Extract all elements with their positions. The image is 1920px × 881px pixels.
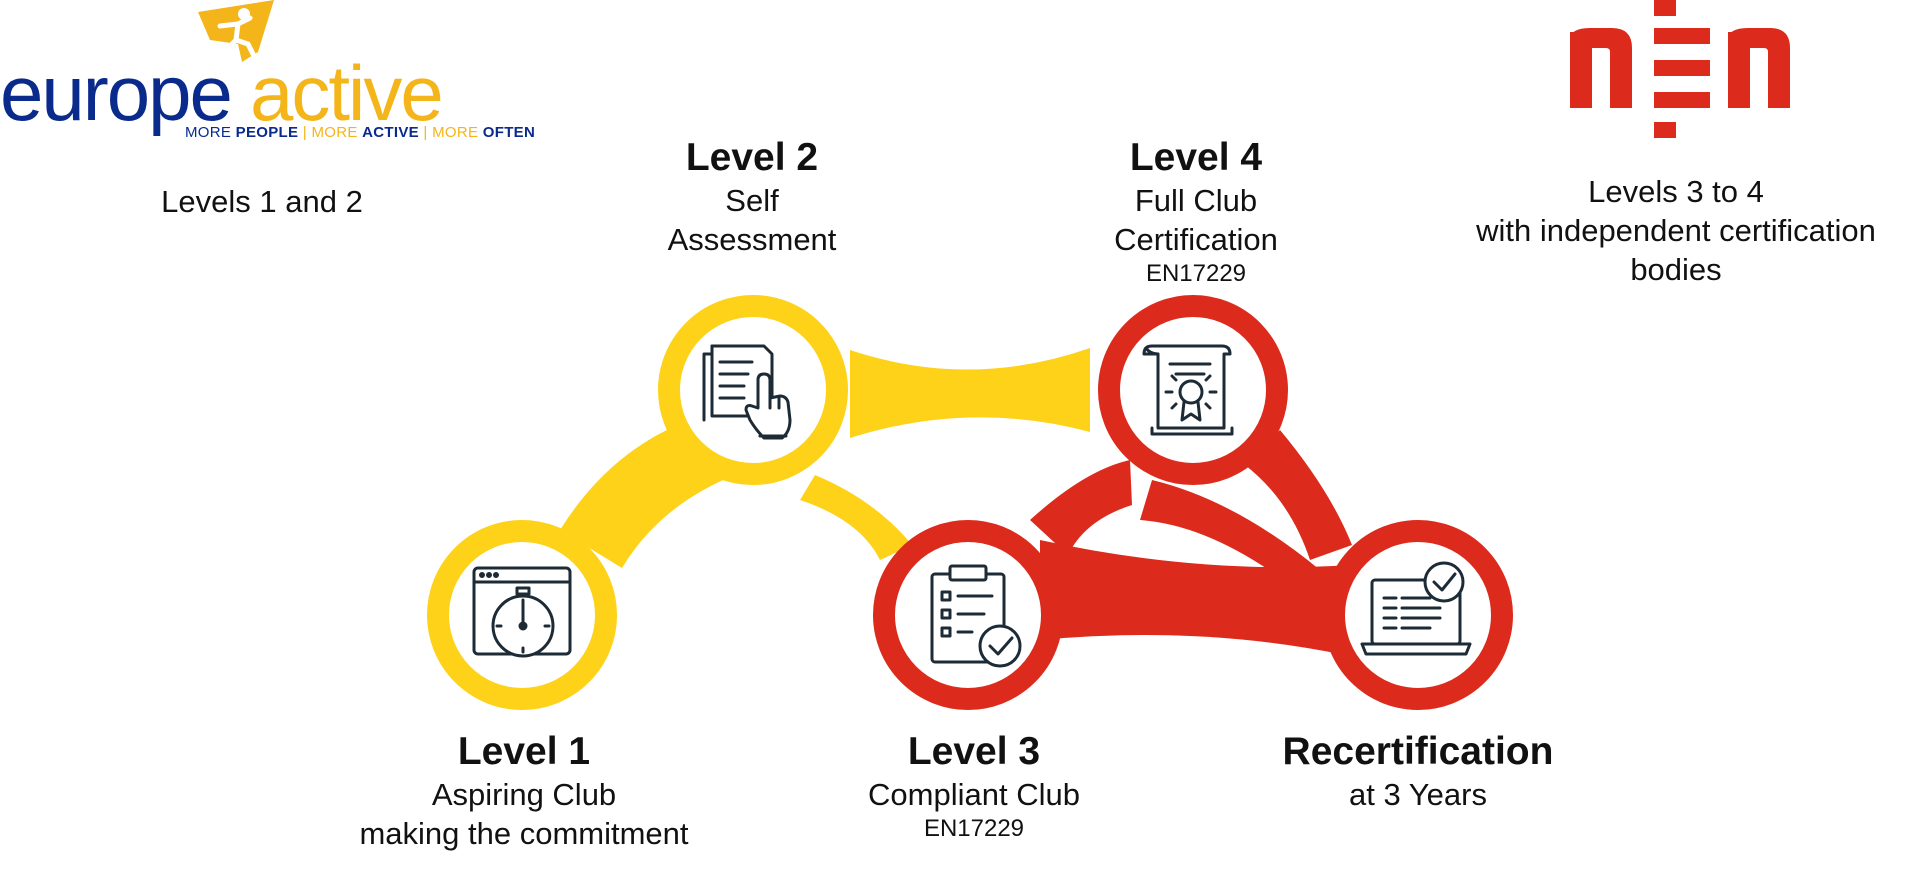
level2-subtitle-1: Self (725, 183, 779, 218)
level4-standard: EN17229 (1145, 260, 1247, 287)
clipboard-check-icon (930, 564, 1022, 668)
level1-title: Level 1 (457, 730, 591, 773)
europeactive-logo: europe active MORE PEOPLE | MORE ACTIVE … (0, 0, 540, 150)
level2-title: Level 2 (685, 136, 819, 179)
europeactive-tagline: MORE PEOPLE | MORE ACTIVE | MORE OFTEN (185, 124, 536, 141)
certificate-icon (1142, 344, 1234, 436)
stopwatch-browser-icon (472, 566, 572, 658)
level1-subtitle-1: Aspiring Club (431, 777, 617, 812)
recertification-title: Recertification (1282, 730, 1554, 773)
level1-label: Level 1 Aspiring Club making the commitm… (359, 729, 688, 853)
laptop-check-icon (1360, 561, 1472, 656)
connector-level4-recert-arc (1140, 480, 1320, 585)
level3-subtitle-1: Compliant Club (868, 777, 1080, 812)
note-levels-1-2: Levels 1 and 2 (161, 184, 363, 219)
level4-subtitle-1: Full Club (1134, 183, 1258, 218)
level3-label: Level 3 Compliant Club EN17229 (868, 729, 1080, 844)
level1-subtitle-2: making the commitment (359, 816, 689, 851)
connector-level4-recert (1245, 430, 1352, 560)
level4-subtitle-2: Certification (1114, 222, 1278, 257)
recertification-subtitle: at 3 Years (1349, 777, 1487, 812)
level3-title: Level 3 (907, 730, 1041, 773)
document-touch-icon (702, 344, 792, 440)
level2-label: Level 2 Self Assessment (668, 135, 837, 259)
level4-title: Level 4 (1129, 136, 1263, 179)
note-levels-3-4: Levels 3 to 4 with independent certifica… (1476, 174, 1876, 287)
active-wordmark: active (250, 49, 444, 137)
nen-logo (1570, 0, 1790, 138)
connector-level2-level4 (850, 348, 1090, 438)
recertification-label: Recertification at 3 Years (1283, 729, 1554, 814)
europe-wordmark: europe (0, 49, 233, 137)
level3-standard: EN17229 (923, 815, 1025, 842)
connector-level3-level4 (1030, 460, 1132, 555)
level2-subtitle-2: Assessment (667, 222, 837, 257)
running-person-logo-icon (198, 0, 274, 62)
level4-label: Level 4 Full Club Certification EN17229 (1114, 135, 1278, 289)
level4-ring (1098, 295, 1288, 485)
connector-level2-level3 (800, 475, 912, 560)
level2-ring (658, 295, 848, 485)
recertification-ring (1323, 520, 1513, 710)
